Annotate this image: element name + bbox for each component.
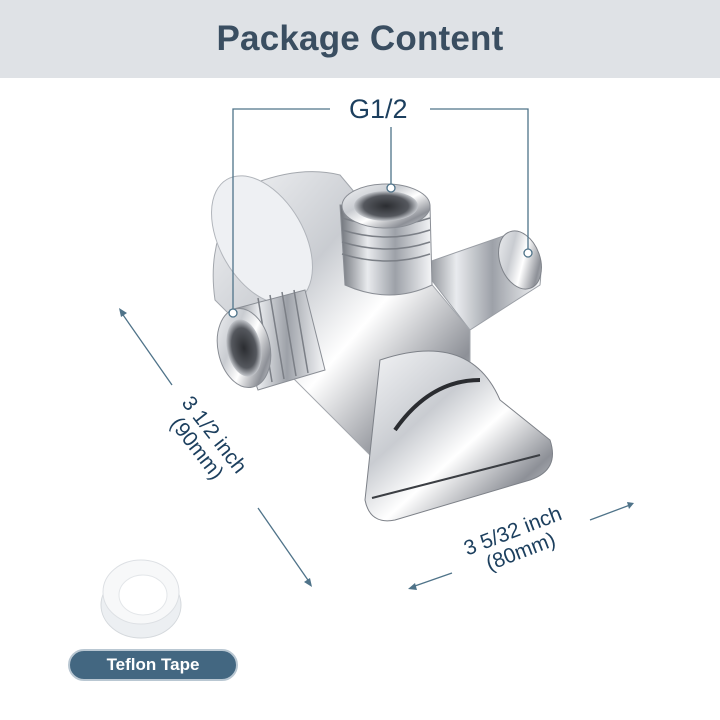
left-outlet	[216, 289, 326, 391]
thread-callout-lines	[232, 108, 529, 312]
diverter-body	[211, 171, 553, 522]
width-dimension-arrows	[408, 502, 634, 590]
header-banner: Package Content	[0, 0, 720, 78]
top-outlet	[339, 183, 433, 296]
callout-dots	[228, 183, 533, 318]
height-dimension-arrows	[119, 308, 312, 587]
page-title: Package Content	[216, 19, 504, 58]
right-outlet	[419, 230, 542, 331]
thread-size-label: G1/2	[349, 94, 408, 124]
teflon-tape-badge: Teflon Tape	[68, 649, 238, 681]
teflon-tape-image	[100, 559, 182, 639]
